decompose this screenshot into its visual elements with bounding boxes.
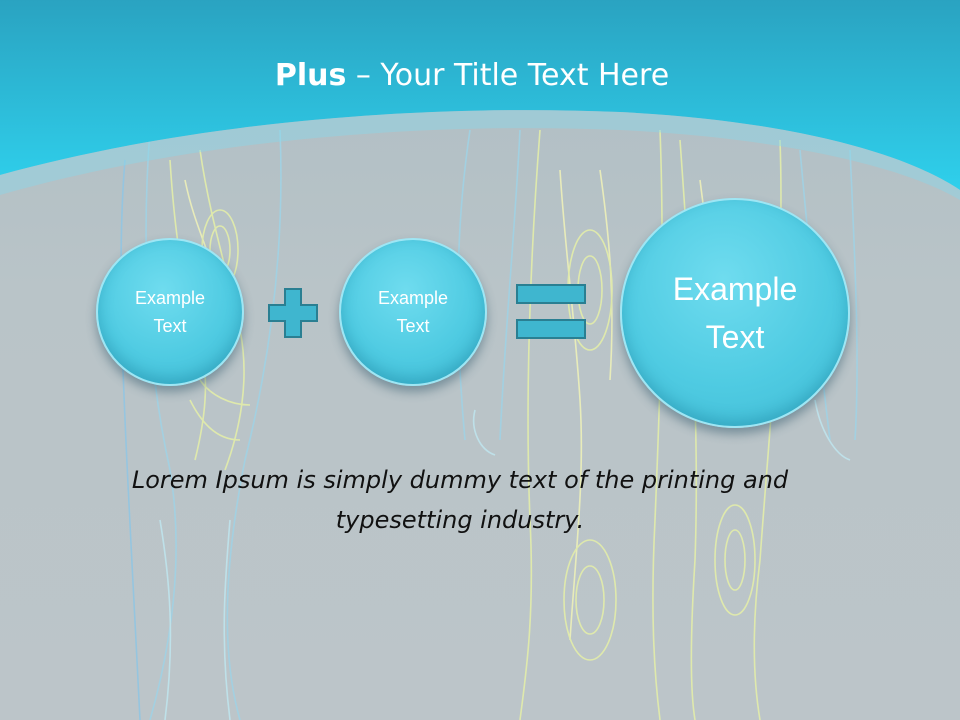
example-circle-2: Example Text	[339, 238, 487, 386]
header-band	[0, 0, 960, 200]
title-bold: Plus	[274, 58, 347, 93]
equals-icon	[516, 284, 586, 339]
example-circle-3-label: Example Text	[672, 271, 798, 355]
example-circle-2-label: Example Text	[377, 288, 449, 336]
example-circle-1: Example Text	[96, 238, 244, 386]
body-text: Lorem Ipsum is simply dummy text of the …	[131, 466, 789, 534]
example-circle-3: Example Text	[620, 198, 850, 428]
plus-icon	[268, 288, 318, 338]
title-rest: – Your Title Text Here	[346, 58, 670, 93]
example-circle-1-label: Example Text	[134, 288, 206, 336]
slide-title: Plus – Your Title Text Here	[0, 56, 944, 96]
